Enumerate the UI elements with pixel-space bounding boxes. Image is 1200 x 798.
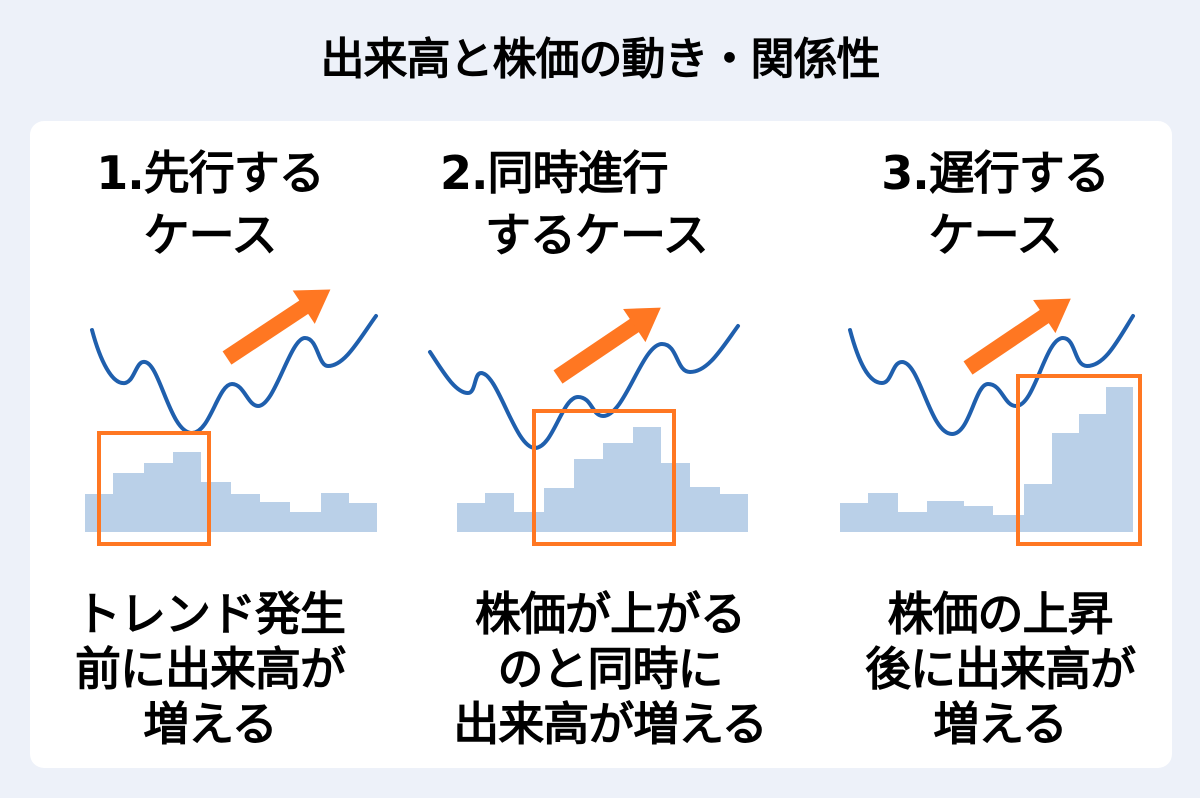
volume-bars-2 [457, 427, 748, 532]
price-line-3 [848, 314, 1135, 437]
page-title: 出来高と株価の動き・関係性 [320, 34, 881, 85]
price-line-1 [90, 314, 378, 436]
column-2-heading: 2.同時進行 するケース [440, 142, 770, 266]
up-arrow-icon [553, 307, 661, 384]
column-3-heading: 3.遅行する ケース [830, 142, 1160, 266]
column-1-caption-line-2: 前に出来高が [75, 642, 346, 696]
column-1-heading: 1.先行する ケース [45, 142, 375, 266]
column-1-heading-line-2: ケース [143, 208, 278, 262]
column-2-caption-line-3: 出来高が増える [453, 697, 768, 751]
column-2-caption: 株価が上がる のと同時に 出来高が増える [420, 587, 800, 752]
column-2-caption-line-1: 株価が上がる [475, 587, 746, 641]
column-3-caption-line-3: 増える [933, 697, 1068, 751]
column-3-caption-line-1: 株価の上昇 [887, 587, 1114, 641]
up-arrow-icon [963, 298, 1071, 375]
volume-bars-3 [840, 387, 1133, 532]
column-3-caption: 株価の上昇 後に出来高が 増える [830, 587, 1170, 752]
column-2-heading-line-1: 2.同時進行 [440, 146, 668, 200]
column-2-caption-line-2: のと同時に [497, 642, 724, 696]
up-arrow-icon [222, 289, 331, 365]
column-3-heading-line-1: 3.遅行する [881, 146, 1109, 200]
price-line-2 [428, 324, 740, 451]
column-1-caption-line-1: トレンド発生 [75, 587, 346, 641]
chart-3 [840, 298, 1142, 546]
column-3-caption-line-2: 後に出来高が [865, 642, 1136, 696]
highlight-box-3 [1016, 374, 1142, 546]
highlight-box-2 [532, 409, 676, 546]
highlight-box-1 [97, 431, 211, 546]
content-card [30, 121, 1172, 768]
column-1-caption: トレンド発生 前に出来高が 増える [40, 587, 380, 752]
column-1-caption-line-3: 増える [143, 697, 278, 751]
column-1-heading-line-1: 1.先行する [96, 146, 324, 200]
chart-2 [428, 307, 748, 546]
volume-bars-1 [85, 452, 377, 532]
chart-1 [85, 289, 378, 546]
column-2-heading-line-2: するケース [440, 208, 709, 262]
column-3-heading-line-2: ケース [928, 208, 1063, 262]
